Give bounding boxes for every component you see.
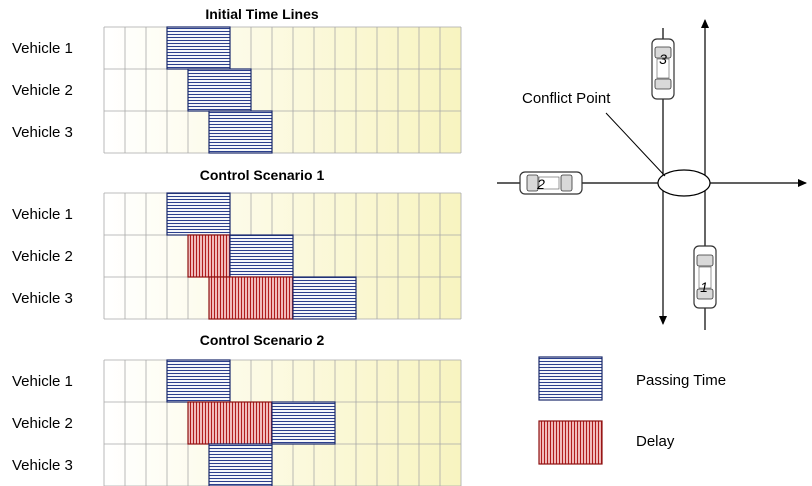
intersection-diagram: Conflict Point 3 2 1 [497, 19, 807, 330]
timeline-grid-bg [104, 27, 461, 153]
row-label-vehicle-2: Vehicle 2 [12, 82, 73, 99]
panel-initial: Initial Time Lines Vehicle 1 Vehicle 2 V… [12, 6, 462, 154]
vehicle-1-number: 1 [700, 279, 708, 295]
panel-control-scenario-2: Control Scenario 2 Vehicle 1 Vehicle 2 V… [12, 332, 462, 486]
delay-block-vehicle-2 [187, 401, 273, 445]
timeline-blocks [166, 192, 357, 320]
vehicle-3-number: 3 [659, 51, 667, 67]
legend: Passing Time Delay [538, 356, 726, 465]
panel-title: Initial Time Lines [205, 6, 319, 22]
legend-passing-label: Passing Time [636, 372, 726, 389]
panel-title: Control Scenario 1 [200, 167, 325, 183]
passing-time-block-vehicle-1 [166, 359, 231, 403]
delay-block-vehicle-2 [187, 234, 231, 278]
passing-time-block-vehicle-2 [187, 68, 252, 112]
row-label-vehicle-3: Vehicle 3 [12, 457, 73, 474]
legend-passing-swatch [538, 356, 603, 401]
row-label-vehicle-2: Vehicle 2 [12, 415, 73, 432]
row-label-vehicle-1: Vehicle 1 [12, 206, 73, 223]
row-label-vehicle-2: Vehicle 2 [12, 248, 73, 265]
passing-time-block-vehicle-2 [229, 234, 294, 278]
passing-time-block-vehicle-3 [292, 276, 357, 320]
vehicle-1-car-icon: 1 [693, 245, 717, 309]
conflict-point-ellipse [657, 169, 711, 197]
passing-time-block-vehicle-1 [166, 192, 231, 236]
legend-delay-label: Delay [636, 433, 675, 450]
vehicle-2-car-icon: 2 [519, 171, 583, 195]
panel-control-scenario-1: Control Scenario 1 Vehicle 1 Vehicle 2 V… [12, 167, 462, 320]
row-label-vehicle-3: Vehicle 3 [12, 124, 73, 141]
vehicle-3-car-icon: 3 [651, 38, 675, 100]
passing-time-block-vehicle-3 [208, 443, 273, 486]
timeline-blocks [166, 359, 336, 486]
passing-time-block-vehicle-2 [271, 401, 336, 445]
delay-block-vehicle-3 [208, 276, 294, 320]
passing-time-block-vehicle-3 [208, 110, 273, 154]
row-label-vehicle-3: Vehicle 3 [12, 290, 73, 307]
passing-time-block-vehicle-1 [166, 26, 231, 70]
conflict-point-label: Conflict Point [522, 90, 611, 107]
timeline-blocks [166, 26, 273, 154]
vehicle-2-number: 2 [536, 176, 545, 192]
conflict-point-leader-line [605, 112, 666, 177]
panel-title: Control Scenario 2 [200, 332, 325, 348]
legend-delay-swatch [538, 420, 603, 465]
row-label-vehicle-1: Vehicle 1 [12, 40, 73, 57]
row-label-vehicle-1: Vehicle 1 [12, 373, 73, 390]
